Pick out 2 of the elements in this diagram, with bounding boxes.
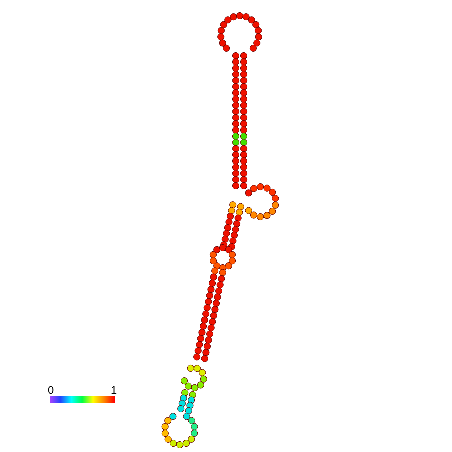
- scale-tick-label: 1: [111, 386, 118, 397]
- scale-tick-label: 0: [48, 386, 54, 397]
